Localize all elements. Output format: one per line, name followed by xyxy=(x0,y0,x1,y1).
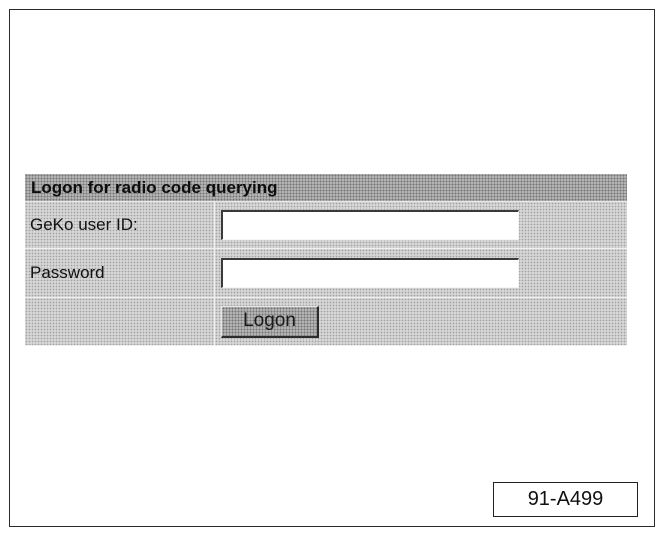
logon-panel: Logon for radio code querying GeKo user … xyxy=(25,174,627,346)
panel-title: Logon for radio code querying xyxy=(31,177,278,197)
password-row: Password xyxy=(25,249,627,298)
logon-button[interactable]: Logon xyxy=(221,305,319,338)
button-cell: Logon xyxy=(215,298,627,345)
userid-label-cell: GeKo user ID: xyxy=(25,202,215,248)
password-label-cell: Password xyxy=(25,249,215,297)
userid-label: GeKo user ID: xyxy=(30,215,138,234)
userid-field-cell xyxy=(215,202,627,248)
password-input[interactable] xyxy=(221,258,519,288)
panel-header: Logon for radio code querying xyxy=(25,174,627,202)
userid-input[interactable] xyxy=(221,210,519,240)
figure-number-label: 91-A499 xyxy=(493,482,638,517)
button-row-spacer xyxy=(25,298,215,345)
password-label: Password xyxy=(30,263,105,282)
password-field-cell xyxy=(215,249,627,297)
userid-row: GeKo user ID: xyxy=(25,202,627,249)
button-row: Logon xyxy=(25,298,627,346)
